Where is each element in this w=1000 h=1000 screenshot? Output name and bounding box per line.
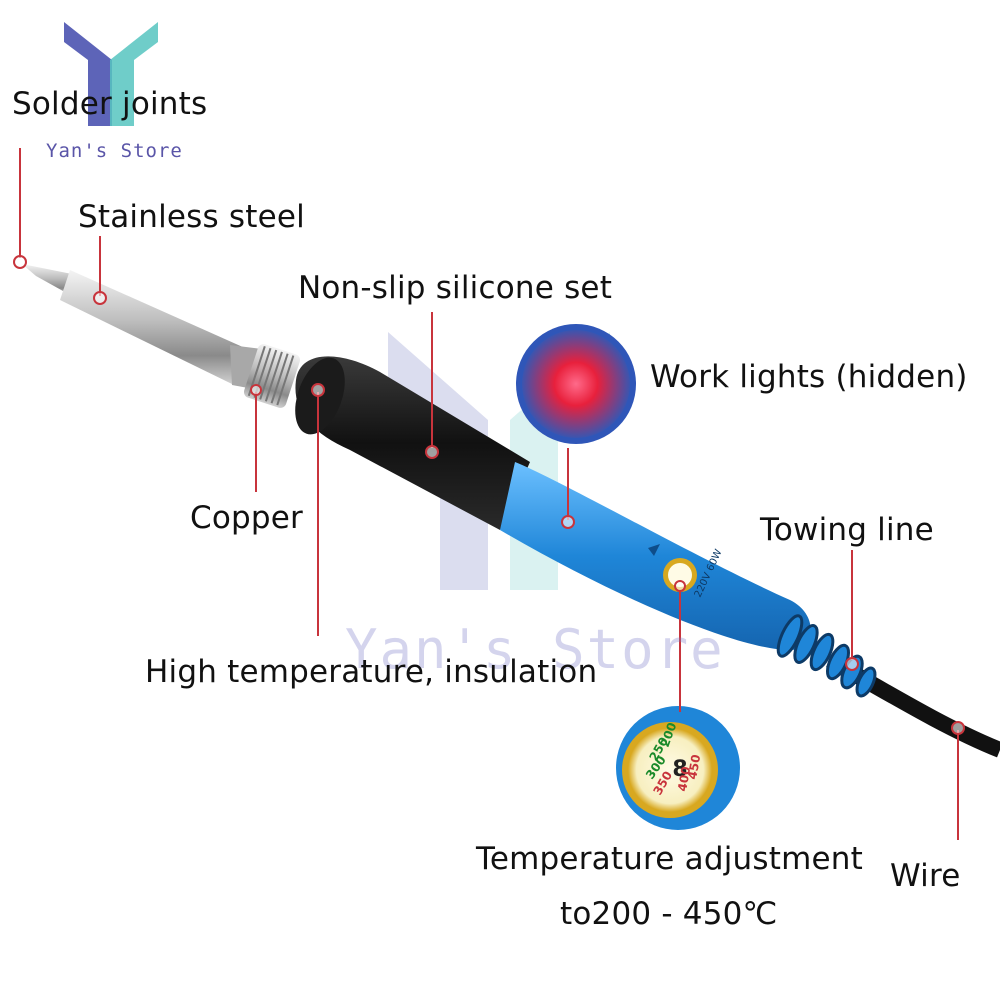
leader-dots bbox=[13, 255, 965, 735]
label-towing-line: Towing line bbox=[760, 512, 934, 548]
store-name: Yan's Store bbox=[46, 140, 183, 162]
soldering-tip bbox=[22, 264, 270, 392]
temperature-dial-zoom: 8 bbox=[616, 706, 740, 830]
dial-value-400: 400 bbox=[675, 765, 693, 792]
label-temperature-adjustment: Temperature adjustment bbox=[476, 841, 863, 877]
dial-value-450: 450 bbox=[685, 753, 703, 780]
leader-lines bbox=[19, 148, 959, 840]
label-stainless-steel: Stainless steel bbox=[78, 199, 305, 235]
label-work-lights: Work lights (hidden) bbox=[650, 359, 968, 395]
svg-text:8: 8 bbox=[672, 757, 687, 782]
label-wire: Wire bbox=[890, 858, 961, 894]
label-solder-joints: Solder joints bbox=[12, 86, 208, 122]
store-logo bbox=[64, 22, 158, 126]
label-copper: Copper bbox=[190, 500, 303, 536]
label-non-slip-silicone: Non-slip silicone set bbox=[298, 270, 613, 306]
copper-nut bbox=[243, 344, 301, 408]
strain-relief bbox=[776, 614, 877, 698]
store-watermark: Yan's Store bbox=[345, 618, 725, 681]
work-light-zoom bbox=[516, 324, 636, 444]
label-temperature-range: to200 - 450℃ bbox=[560, 896, 778, 932]
label-high-temperature: High temperature, insulation bbox=[145, 654, 598, 690]
blue-handle bbox=[500, 462, 811, 650]
